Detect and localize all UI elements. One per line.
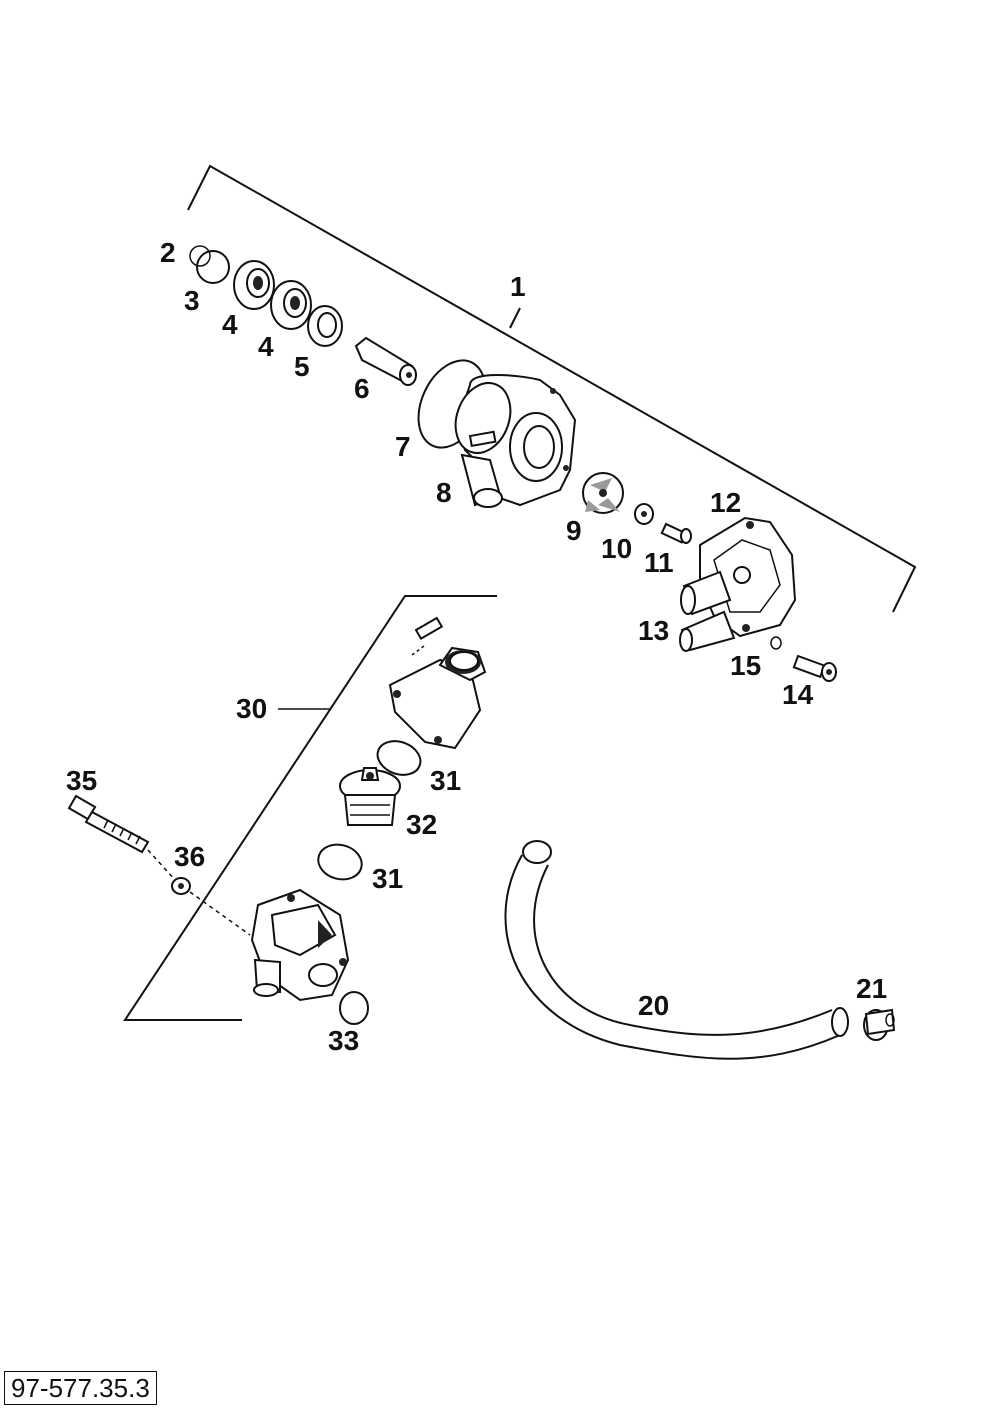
bearing-part — [270, 280, 312, 330]
callout-label: 12 — [710, 487, 741, 518]
callout-label: 31 — [372, 863, 403, 894]
coolant-hose-part — [504, 840, 849, 1060]
hose-clamp-part — [863, 1008, 896, 1041]
o-ring-part — [339, 991, 369, 1025]
callout-label: 3 — [184, 285, 200, 316]
callout-label: 36 — [174, 841, 205, 872]
reference-number: 97-577.35.3 — [4, 1371, 157, 1405]
callout-label: 1 — [510, 271, 526, 302]
assembly-1-bracket — [187, 164, 917, 613]
callout-label: 30 — [236, 693, 267, 724]
thermostat-housing-part — [250, 888, 350, 1002]
callout-label: 6 — [354, 373, 370, 404]
callout-label: 10 — [601, 533, 632, 564]
cover-screw-part — [792, 654, 837, 682]
long-bolt-part — [67, 794, 176, 881]
callout-label: 8 — [436, 477, 452, 508]
callout-label: 9 — [566, 515, 582, 546]
assembly-30-bracket — [123, 595, 497, 1021]
pump-shaft-part — [354, 336, 417, 386]
small-o-ring-part — [770, 636, 782, 650]
o-ring-part — [376, 740, 422, 776]
callout-label: 5 — [294, 351, 310, 382]
o-ring-part — [317, 843, 363, 881]
shaft-seal-part — [307, 305, 343, 347]
callout-label: 31 — [430, 765, 461, 796]
pump-housing-part — [454, 374, 577, 508]
callout-label: 11 — [644, 547, 674, 578]
callout-label: 14 — [782, 679, 814, 710]
bearing-part — [233, 260, 275, 310]
small-screw-part — [660, 522, 692, 544]
thermostat-cover-part — [388, 616, 487, 750]
pump-cover-part — [679, 516, 797, 652]
callout-label: 15 — [730, 650, 761, 681]
callout-label: 7 — [395, 431, 411, 462]
washer-part — [634, 503, 654, 525]
callout-label: 2 — [160, 237, 176, 268]
callout-label: 20 — [638, 990, 669, 1021]
impeller-part — [582, 472, 624, 514]
bolt-washer-part — [171, 877, 251, 936]
callout-label: 4 — [222, 309, 238, 340]
callout-label: 33 — [328, 1025, 359, 1056]
callout-label: 32 — [406, 809, 437, 840]
callout-label: 21 — [856, 973, 887, 1004]
callout-label: 13 — [638, 615, 669, 646]
thermostat-part — [339, 767, 401, 826]
circlip-part — [189, 245, 230, 284]
callout-label: 35 — [66, 765, 97, 796]
callout-label: 4 — [258, 331, 274, 362]
